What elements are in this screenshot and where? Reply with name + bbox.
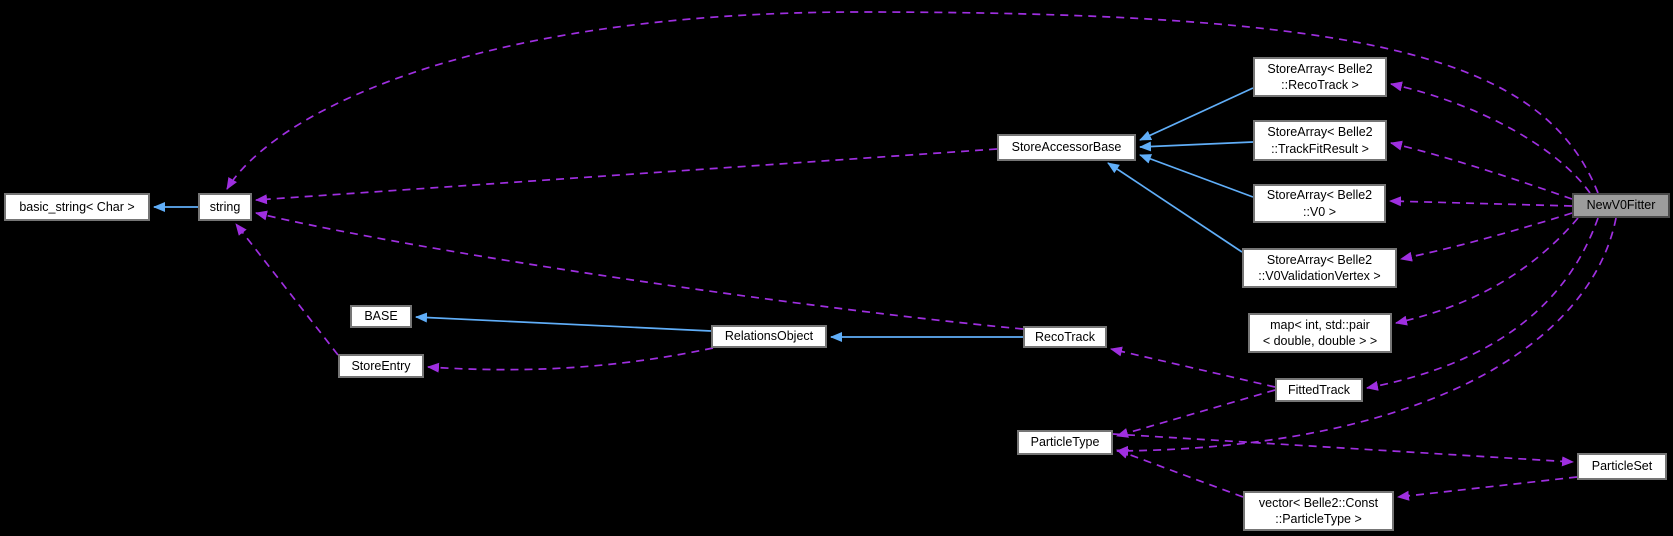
edge-newv0fitter-storearray-trackfitresult	[1390, 140, 1573, 200]
node-label: StoreArray< Belle2	[1267, 125, 1373, 140]
node-label: RelationsObject	[724, 329, 814, 344]
edge-reco-track-string	[255, 210, 1024, 330]
node-fitted-track[interactable]: FittedTrack	[1275, 378, 1363, 402]
node-base[interactable]: BASE	[350, 305, 412, 328]
node-label: basic_string< Char >	[19, 199, 135, 214]
node-storearray-trackfitresult[interactable]: StoreArray< Belle2::TrackFitResult >	[1253, 120, 1387, 161]
edge-particle-type-particle-set	[1112, 433, 1574, 467]
edge-newv0fitter-map-int-pair	[1395, 217, 1579, 326]
node-label: NewV0Fitter	[1586, 198, 1656, 213]
edge-fitted-track-reco-track	[1110, 346, 1276, 388]
edge-newv0fitter-storearray-v0	[1389, 196, 1573, 207]
node-label: StoreEntry	[351, 358, 411, 373]
node-label: RecoTrack	[1035, 329, 1095, 344]
edge-newv0fitter-string	[226, 11, 1599, 194]
node-label: ::V0ValidationVertex >	[1258, 269, 1381, 283]
edge-fitted-track-particle-type	[1116, 389, 1276, 438]
node-store-entry[interactable]: StoreEntry	[338, 354, 424, 378]
edge-particle-set-vector-particletype	[1397, 476, 1578, 501]
node-label: StoreArray< Belle2	[1266, 252, 1373, 267]
node-store-accessor-base[interactable]: StoreAccessorBase	[997, 134, 1136, 161]
node-particle-set[interactable]: ParticleSet	[1577, 453, 1667, 480]
edge-newv0fitter-storearray-recotrack	[1390, 81, 1591, 194]
edge-storearray-v0validationvertex-store-accessor-base	[1107, 162, 1243, 253]
node-storearray-recotrack[interactable]: StoreArray< Belle2::RecoTrack >	[1253, 57, 1387, 97]
node-label: StoreAccessorBase	[1011, 140, 1122, 155]
node-label: FittedTrack	[1287, 382, 1351, 397]
node-label: ::V0 >	[1302, 204, 1336, 219]
node-label: ::RecoTrack >	[1281, 78, 1359, 92]
node-vector-particletype[interactable]: vector< Belle2::Const::ParticleType >	[1243, 491, 1394, 531]
edge-relations-object-base	[415, 312, 712, 332]
edge-newv0fitter-storearray-v0validationvertex	[1400, 212, 1573, 262]
node-label: ParticleType	[1030, 435, 1100, 450]
edge-storearray-recotrack-store-accessor-base	[1139, 87, 1254, 141]
edge-vector-particletype-particle-type	[1116, 449, 1244, 498]
edge-store-accessor-base-string	[255, 148, 998, 205]
node-label: < double, double > >	[1262, 334, 1378, 348]
node-particle-type[interactable]: ParticleType	[1017, 430, 1113, 455]
node-reco-track[interactable]: RecoTrack	[1023, 326, 1107, 348]
node-relations-object[interactable]: RelationsObject	[711, 325, 827, 348]
node-basic-string[interactable]: basic_string< Char >	[4, 193, 150, 221]
node-storearray-v0[interactable]: StoreArray< Belle2::V0 >	[1253, 184, 1386, 223]
node-string[interactable]: string	[198, 193, 252, 221]
node-label: ::ParticleType >	[1275, 512, 1362, 526]
node-label: ParticleSet	[1591, 459, 1653, 474]
edge-relations-object-store-entry	[427, 347, 714, 373]
node-label: BASE	[364, 309, 398, 324]
edge-store-entry-string	[235, 223, 339, 356]
edge-newv0fitter-fitted-track	[1366, 217, 1599, 391]
node-label: string	[209, 199, 241, 214]
node-label: map< int, std::pair	[1270, 317, 1370, 332]
edge-storearray-v0-store-accessor-base	[1139, 154, 1254, 198]
node-label: vector< Belle2::Const	[1258, 495, 1379, 510]
node-label: StoreArray< Belle2	[1267, 61, 1373, 76]
node-label: StoreArray< Belle2	[1266, 188, 1373, 203]
node-storearray-v0validationvertex[interactable]: StoreArray< Belle2::V0ValidationVertex >	[1242, 248, 1397, 288]
node-map-int-pair[interactable]: map< int, std::pair< double, double > >	[1248, 313, 1392, 353]
node-newv0fitter[interactable]: NewV0Fitter	[1572, 193, 1670, 218]
node-label: ::TrackFitResult >	[1271, 141, 1369, 156]
edge-newv0fitter-particle-type	[1116, 217, 1617, 456]
edge-storearray-trackfitresult-store-accessor-base	[1139, 141, 1254, 152]
